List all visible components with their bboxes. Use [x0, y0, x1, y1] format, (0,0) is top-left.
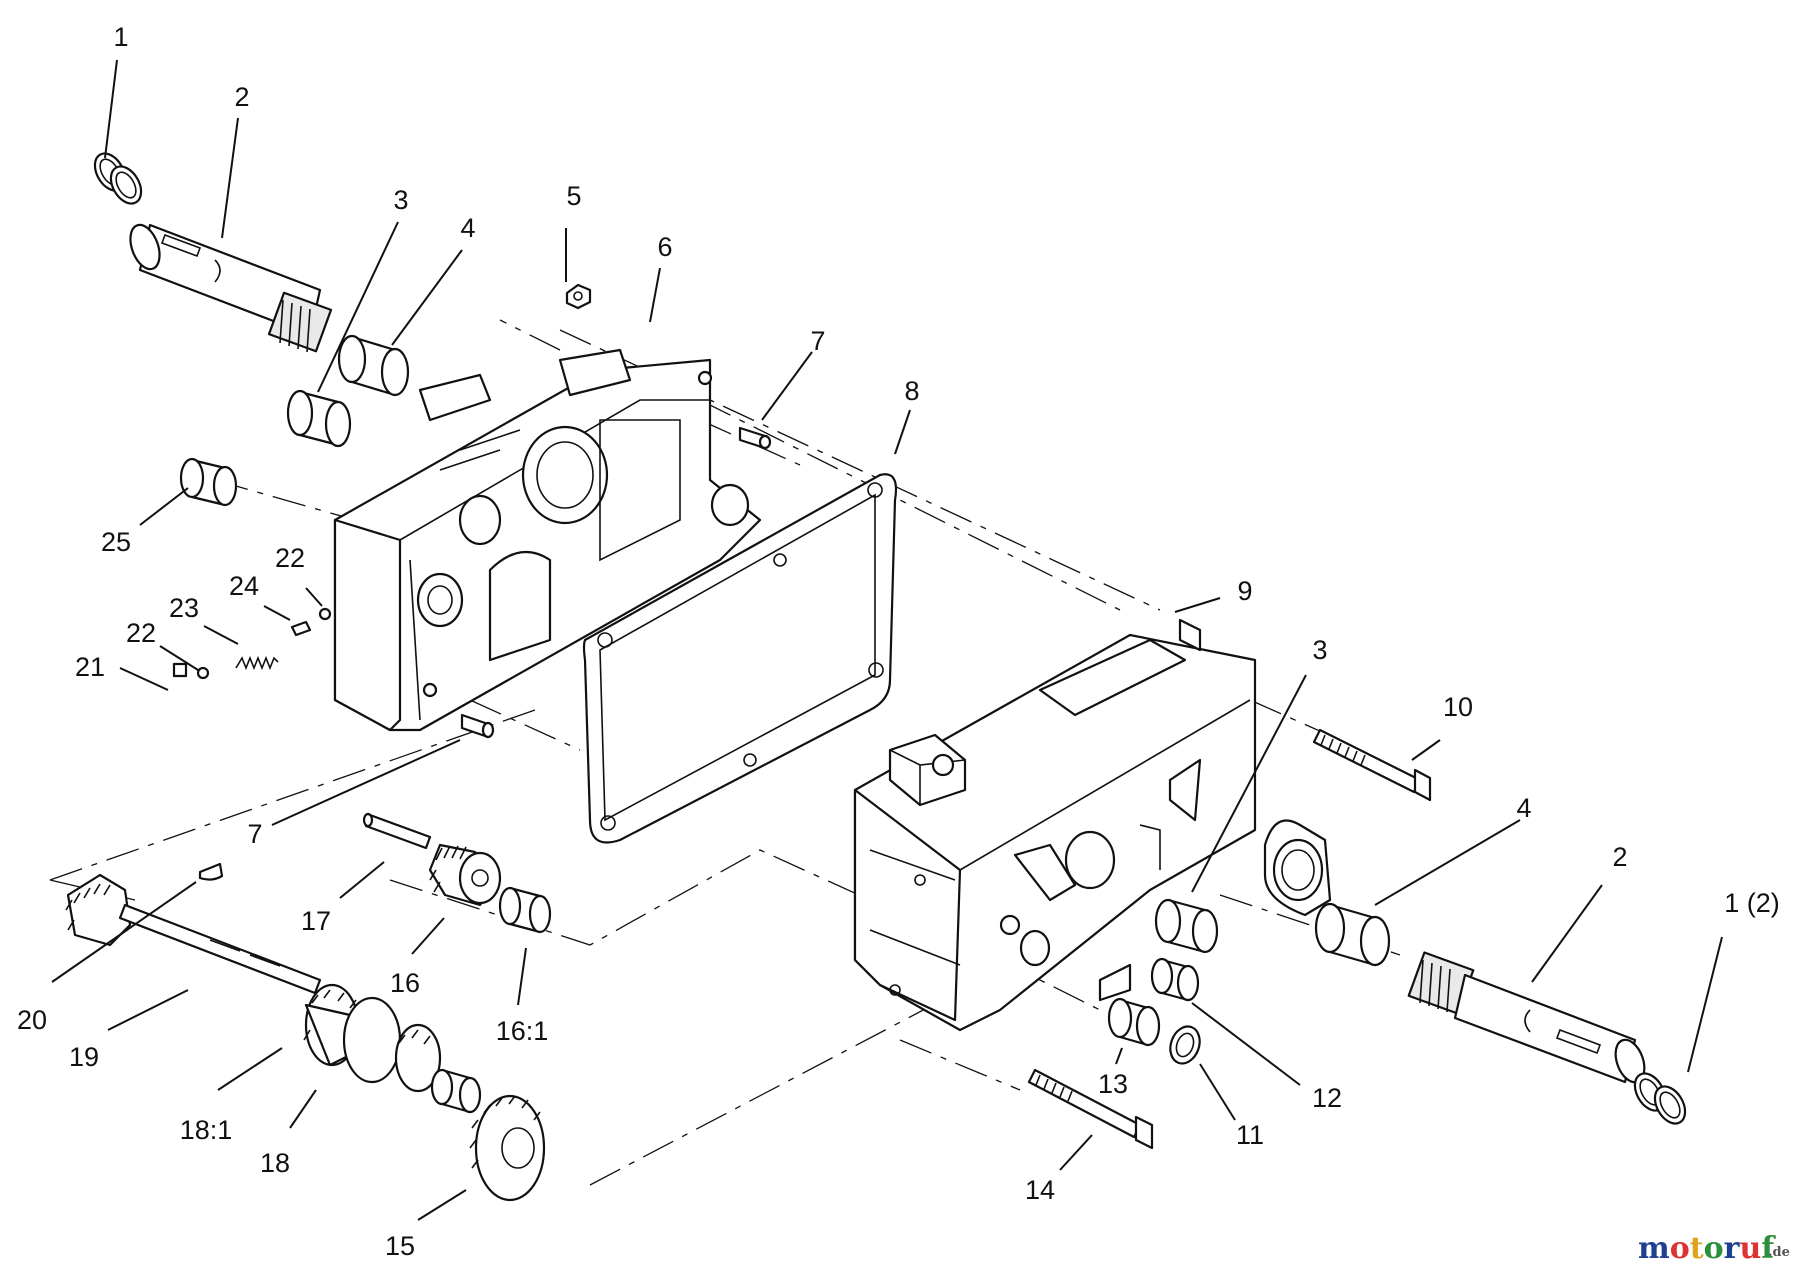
- callout-2b: 2: [1612, 842, 1627, 872]
- callout-1: 1: [113, 22, 128, 52]
- callout-3: 3: [393, 185, 408, 215]
- callout-16-1: 16:1: [496, 1016, 549, 1046]
- callout-1-2: 1 (2): [1724, 888, 1780, 918]
- ball-22b: [318, 607, 332, 621]
- callout-18: 18: [260, 1148, 290, 1178]
- callout-8: 8: [904, 376, 919, 406]
- callout-18-1: 18:1: [180, 1115, 233, 1145]
- callout-14: 14: [1025, 1175, 1055, 1205]
- callout-9: 9: [1237, 576, 1252, 606]
- gear-train: [65, 812, 552, 1202]
- callout-22b: 22: [126, 618, 156, 648]
- spring-23: [235, 655, 279, 671]
- callout-25: 25: [101, 527, 131, 557]
- callout-2: 2: [234, 82, 249, 112]
- pinion-gear: [66, 873, 132, 947]
- callout-11: 11: [1236, 1120, 1264, 1150]
- set-screw-21: [172, 662, 188, 678]
- callout-4b: 4: [1516, 793, 1531, 823]
- gasket: [582, 473, 898, 844]
- leader-lines: [51, 59, 1723, 1221]
- callout-4: 4: [460, 213, 475, 243]
- bolt-14: [1027, 1068, 1142, 1139]
- right-housing: [853, 618, 1332, 1032]
- callout-5: 5: [566, 181, 581, 211]
- right-bushings: [1107, 898, 1391, 1065]
- callout-23: 23: [169, 593, 199, 623]
- countershaft-19: [118, 903, 322, 995]
- callout-7b: 7: [247, 819, 262, 849]
- callout-labels: 1 2 3 4 5 6 7 8 25 22 24 23 22 21 9 3 10…: [17, 22, 1780, 1261]
- callout-13: 13: [1098, 1069, 1128, 1099]
- motoruf-watermark-logo: motoruf .de: [1638, 1231, 1790, 1266]
- plunger-24: [290, 620, 312, 637]
- callout-7: 7: [810, 326, 825, 356]
- callout-15: 15: [385, 1231, 415, 1261]
- callout-10: 10: [1443, 692, 1473, 722]
- key-20: [198, 862, 224, 881]
- nut-5: [565, 283, 592, 310]
- callout-16: 16: [390, 968, 420, 998]
- callout-17: 17: [301, 906, 331, 936]
- callout-12: 12: [1312, 1083, 1342, 1113]
- right-shaft-assembly: [1407, 951, 1687, 1125]
- pin-17: [364, 813, 432, 850]
- callout-22a: 22: [275, 543, 305, 573]
- callout-3b: 3: [1312, 635, 1327, 665]
- seal-11: [1169, 1025, 1201, 1065]
- upper-bushings: [179, 334, 410, 507]
- bolt-10: [1312, 728, 1422, 794]
- callout-21: 21: [75, 652, 105, 682]
- callout-19: 19: [69, 1042, 99, 1072]
- snap-ring: [109, 165, 143, 205]
- callout-6: 6: [657, 232, 672, 262]
- small-hardware: [172, 283, 772, 739]
- callout-20: 20: [17, 1005, 47, 1035]
- bolts: [1027, 728, 1432, 1150]
- gear-15: [474, 1094, 546, 1202]
- left-housing: [333, 348, 762, 732]
- upper-left-shaft-assembly: [93, 152, 333, 353]
- output-shaft: [1453, 973, 1637, 1084]
- callout-24: 24: [229, 571, 259, 601]
- svg-text:.de: .de: [1768, 1245, 1790, 1260]
- svg-text:motoruf: motoruf: [1638, 1231, 1776, 1266]
- ball-22: [196, 666, 210, 680]
- snap-ring-c: [1653, 1085, 1687, 1125]
